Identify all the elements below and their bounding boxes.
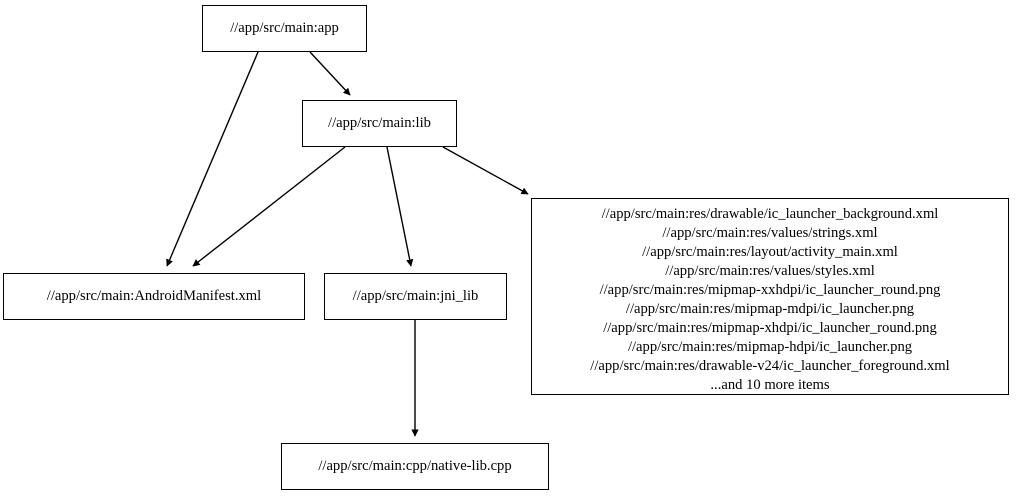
graph-node-lib[interactable]: //app/src/main:lib bbox=[302, 100, 457, 147]
graph-node-native-lib-cpp[interactable]: //app/src/main:cpp/native-lib.cpp bbox=[281, 443, 549, 490]
edge-lib-to-manifest bbox=[192, 146, 346, 267]
graph-node-jni-lib[interactable]: //app/src/main:jni_lib bbox=[324, 273, 507, 320]
graph-node-native-lib-cpp-label: //app/src/main:cpp/native-lib.cpp bbox=[318, 458, 512, 474]
edge-lib-to-jni bbox=[386, 146, 414, 267]
edge-app-to-lib bbox=[309, 51, 351, 96]
edge-app-to-manifest bbox=[166, 51, 259, 267]
graph-node-res-group[interactable]: //app/src/main:res/drawable/ic_launcher_… bbox=[531, 198, 1009, 395]
graph-node-android-manifest-label: //app/src/main:AndroidManifest.xml bbox=[46, 288, 262, 304]
graph-node-res-group-label: //app/src/main:res/drawable/ic_launcher_… bbox=[590, 206, 950, 393]
graph-node-android-manifest[interactable]: //app/src/main:AndroidManifest.xml bbox=[3, 273, 305, 320]
edge-lib-to-res bbox=[442, 146, 529, 195]
graph-node-jni-lib-label: //app/src/main:jni_lib bbox=[352, 288, 479, 304]
graph-node-app[interactable]: //app/src/main:app bbox=[202, 5, 367, 52]
graph-node-app-label: //app/src/main:app bbox=[230, 20, 339, 36]
graph-node-lib-label: //app/src/main:lib bbox=[328, 115, 431, 131]
